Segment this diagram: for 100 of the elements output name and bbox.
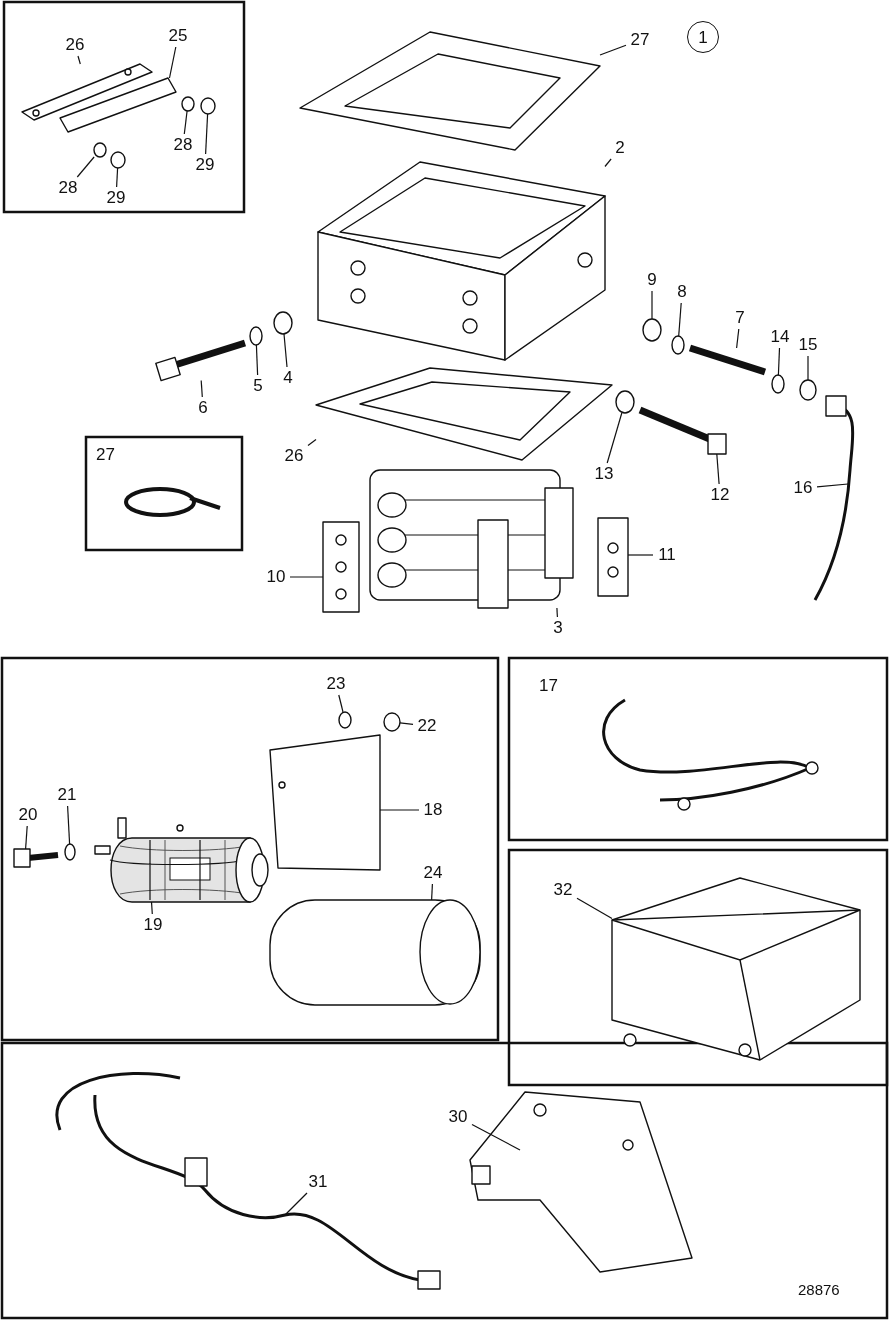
- callout-number: 25: [164, 25, 192, 47]
- washer: [771, 374, 785, 394]
- leader-line: [807, 355, 809, 381]
- callout-number: 3: [544, 617, 572, 639]
- callout-number: 7: [726, 307, 754, 329]
- leader-line: [67, 805, 71, 845]
- leader-line: [205, 113, 209, 155]
- callout-number: 12: [706, 484, 734, 506]
- leader-line: [716, 453, 720, 485]
- leader-line: [599, 44, 627, 56]
- washer: [249, 326, 263, 346]
- callout-number: 21: [53, 784, 81, 806]
- callout-number: 2: [606, 137, 634, 159]
- leader-line: [431, 883, 433, 901]
- callout-number: 4: [274, 367, 302, 389]
- callout-number: 31: [304, 1171, 332, 1193]
- nut: [383, 712, 401, 732]
- callout-number: 24: [419, 862, 447, 884]
- leader-line: [678, 302, 682, 337]
- callout-number: 27: [626, 29, 654, 51]
- leader-line: [168, 46, 177, 79]
- leader-line: [816, 483, 849, 488]
- drawing-number: 28876: [798, 1280, 840, 1300]
- nut: [200, 97, 216, 115]
- bolt-drawing: [155, 339, 247, 382]
- leader-line: [556, 607, 558, 618]
- sleeve: [642, 318, 662, 342]
- callout-number: 13: [590, 463, 618, 485]
- callout-number: 16: [789, 477, 817, 499]
- leader-line: [255, 344, 259, 376]
- nut: [110, 151, 126, 169]
- leader-line: [604, 158, 612, 168]
- leader-line: [379, 809, 420, 811]
- plate-drawing: [597, 517, 629, 597]
- callout-number: 29: [102, 187, 130, 209]
- callout-number: 10: [262, 566, 290, 588]
- callout-number: 20: [14, 804, 42, 826]
- washer: [64, 843, 76, 861]
- leader-line: [777, 347, 781, 376]
- leader-line: [576, 897, 613, 920]
- callout-number: 15: [794, 334, 822, 356]
- callout-number: 19: [139, 914, 167, 936]
- callout-number: 6: [189, 397, 217, 419]
- callout-number: 8: [668, 281, 696, 303]
- callout-number: 27: [96, 444, 115, 466]
- leader-line: [471, 1123, 521, 1151]
- callout-number: 26: [280, 445, 308, 467]
- leader-line: [651, 290, 653, 320]
- plate-drawing: [322, 521, 360, 613]
- leader-line: [736, 328, 740, 349]
- callout-number: 23: [322, 673, 350, 695]
- wiring-harness-drawing: [55, 1072, 441, 1290]
- callout-number: 26: [61, 34, 89, 56]
- callout-number: 14: [766, 326, 794, 348]
- washer: [93, 142, 107, 158]
- resistor-pack-drawing: [369, 469, 574, 609]
- leader-line: [200, 379, 203, 398]
- leader-line: [307, 439, 317, 447]
- leader-line: [76, 156, 95, 178]
- leader-line: [289, 576, 324, 578]
- callout-number: 28: [169, 134, 197, 156]
- callout-number: 9: [638, 269, 666, 291]
- callout-number: 5: [244, 375, 272, 397]
- leader-line: [606, 412, 623, 464]
- leader-line: [284, 1192, 308, 1216]
- sleeve: [615, 390, 635, 414]
- nut: [799, 379, 817, 401]
- callout-number: 11: [653, 544, 681, 566]
- leader-line: [627, 554, 654, 556]
- leader-line: [338, 694, 344, 713]
- leader-line: [183, 110, 188, 135]
- bracket-drawing: [269, 734, 381, 871]
- washer: [671, 335, 685, 355]
- callout-number: 32: [549, 879, 577, 901]
- leader-line: [116, 167, 119, 188]
- bracket-drawing: [469, 1091, 693, 1273]
- leader-line: [283, 333, 288, 368]
- housing-drawing: [611, 877, 861, 1061]
- callout-number: 17: [539, 675, 558, 697]
- gasket-drawing: [299, 31, 601, 151]
- screw-drawing: [688, 344, 767, 376]
- relay-drawing: [94, 817, 269, 903]
- leader-line: [25, 825, 28, 850]
- bracket-drawing: [59, 77, 177, 133]
- callout-number: 22: [413, 715, 441, 737]
- junction-box-drawing: [317, 161, 606, 361]
- washer: [338, 711, 352, 729]
- leader-line: [399, 722, 414, 725]
- bolt-drawing: [13, 848, 59, 868]
- callout-number: 30: [444, 1106, 472, 1128]
- sleeve: [273, 311, 293, 335]
- cable-drawing: [813, 395, 855, 601]
- leader-line: [77, 55, 81, 65]
- bolt-drawing: [638, 406, 727, 455]
- callout-number: 28: [54, 177, 82, 199]
- strap-drawing: [21, 63, 153, 121]
- washer: [181, 96, 195, 112]
- callout-number: 18: [419, 799, 447, 821]
- gasket-drawing: [315, 367, 613, 461]
- callout-number: 29: [191, 154, 219, 176]
